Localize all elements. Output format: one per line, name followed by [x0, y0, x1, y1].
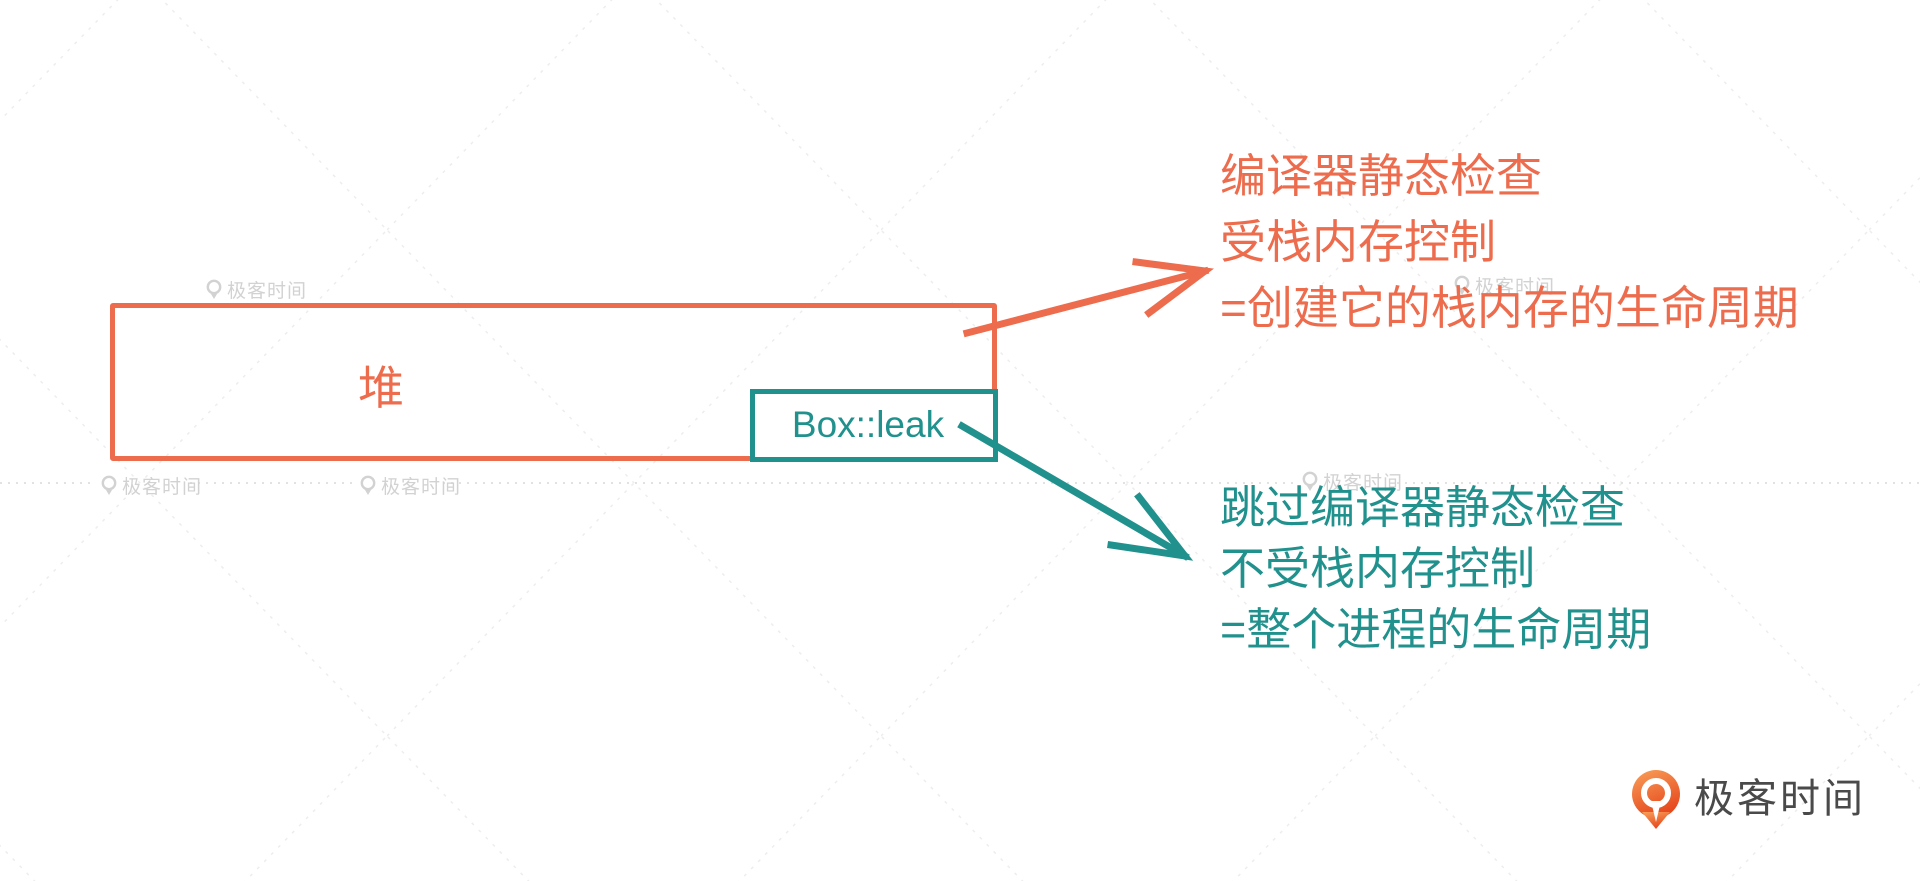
annotation-line: 不受栈内存控制: [1220, 543, 1536, 594]
watermark-stamp: 极客时间: [1301, 468, 1403, 495]
box-leak-box: Box::leak: [750, 389, 998, 462]
watermark-stamp: 极客时间: [359, 472, 461, 499]
watermark-pin-icon: [206, 279, 222, 299]
annotation-line: 受栈内存控制: [1220, 216, 1496, 268]
annotation-line: =整个进程的生命周期: [1220, 604, 1652, 655]
watermark-text: 极客时间: [1475, 277, 1556, 298]
watermark-text: 极客时间: [381, 477, 462, 498]
geektime-logo-text: 极客时间: [1694, 777, 1866, 821]
heap-box-label: 堆: [358, 362, 404, 414]
heap-box: [110, 303, 997, 461]
watermark-text: 极客时间: [122, 477, 203, 498]
box-leak-label: Box::leak: [791, 403, 945, 445]
annotation-line: 编译器静态检查: [1220, 150, 1542, 202]
dotted-separator: [0, 482, 95, 484]
watermark-text: 极客时间: [227, 281, 308, 302]
orange-annotation: 编译器静态检查 受栈内存控制 =创建它的栈内存的生命周期: [1220, 146, 1799, 344]
annotation-line: 跳过编译器静态检查: [1220, 482, 1626, 533]
watermark-pin-icon: [1454, 275, 1470, 295]
dotted-separator: [443, 482, 1293, 484]
watermark-pin-icon: [360, 475, 376, 495]
teal-annotation: 跳过编译器静态检查 不受栈内存控制 =整个进程的生命周期: [1220, 480, 1651, 663]
watermark-stamp: 极客时间: [205, 276, 307, 303]
dotted-separator: [190, 482, 352, 484]
watermark-stamp: 极客时间: [1453, 272, 1555, 299]
watermark-text: 极客时间: [1323, 473, 1404, 494]
watermark-pin-icon: [101, 475, 117, 495]
geektime-logo: 极客时间: [1630, 768, 1866, 830]
watermark-pin-icon: [1302, 471, 1318, 491]
dotted-separator: [1397, 482, 1920, 484]
watermark-stamp: 极客时间: [100, 472, 202, 499]
geektime-logo-icon: [1632, 770, 1680, 829]
annotation-line: =创建它的栈内存的生命周期: [1220, 282, 1799, 334]
